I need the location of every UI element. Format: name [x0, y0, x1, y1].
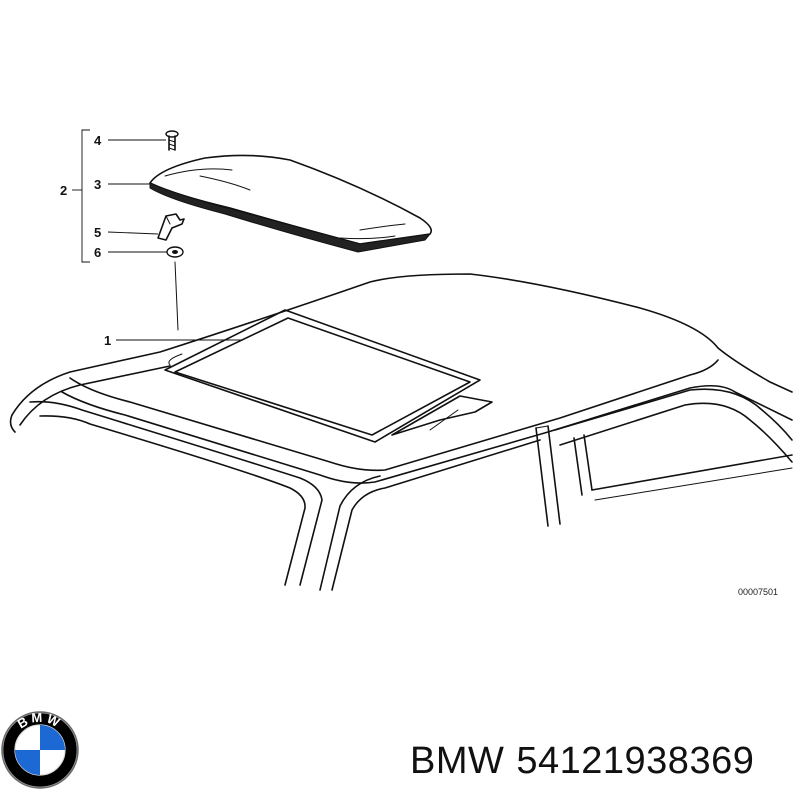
callout-6: 6 — [94, 245, 101, 260]
screw-part — [165, 130, 179, 151]
part-number: 54121938369 — [516, 740, 755, 782]
callout-5: 5 — [94, 225, 101, 240]
diagram-reference-number: 00007501 — [738, 587, 778, 597]
sunroof-panel — [164, 309, 493, 443]
clip-nut-part — [166, 246, 184, 258]
logo-letters: BMW — [15, 710, 65, 732]
callout-1: 1 — [104, 333, 111, 348]
brand-name: BMW — [410, 740, 505, 782]
bmw-logo: BMW — [1, 710, 79, 789]
callout-3: 3 — [94, 177, 101, 192]
callout-2: 2 — [60, 183, 67, 198]
group-bracket — [72, 129, 90, 263]
callout-4: 4 — [94, 133, 102, 148]
footer: BMW — [1, 710, 79, 789]
wind-deflector — [149, 154, 433, 253]
part-caption: BMW 54121938369 — [410, 740, 766, 783]
leader-lines — [107, 139, 243, 341]
bracket-part — [157, 213, 185, 241]
car-body-outline — [9, 273, 793, 591]
